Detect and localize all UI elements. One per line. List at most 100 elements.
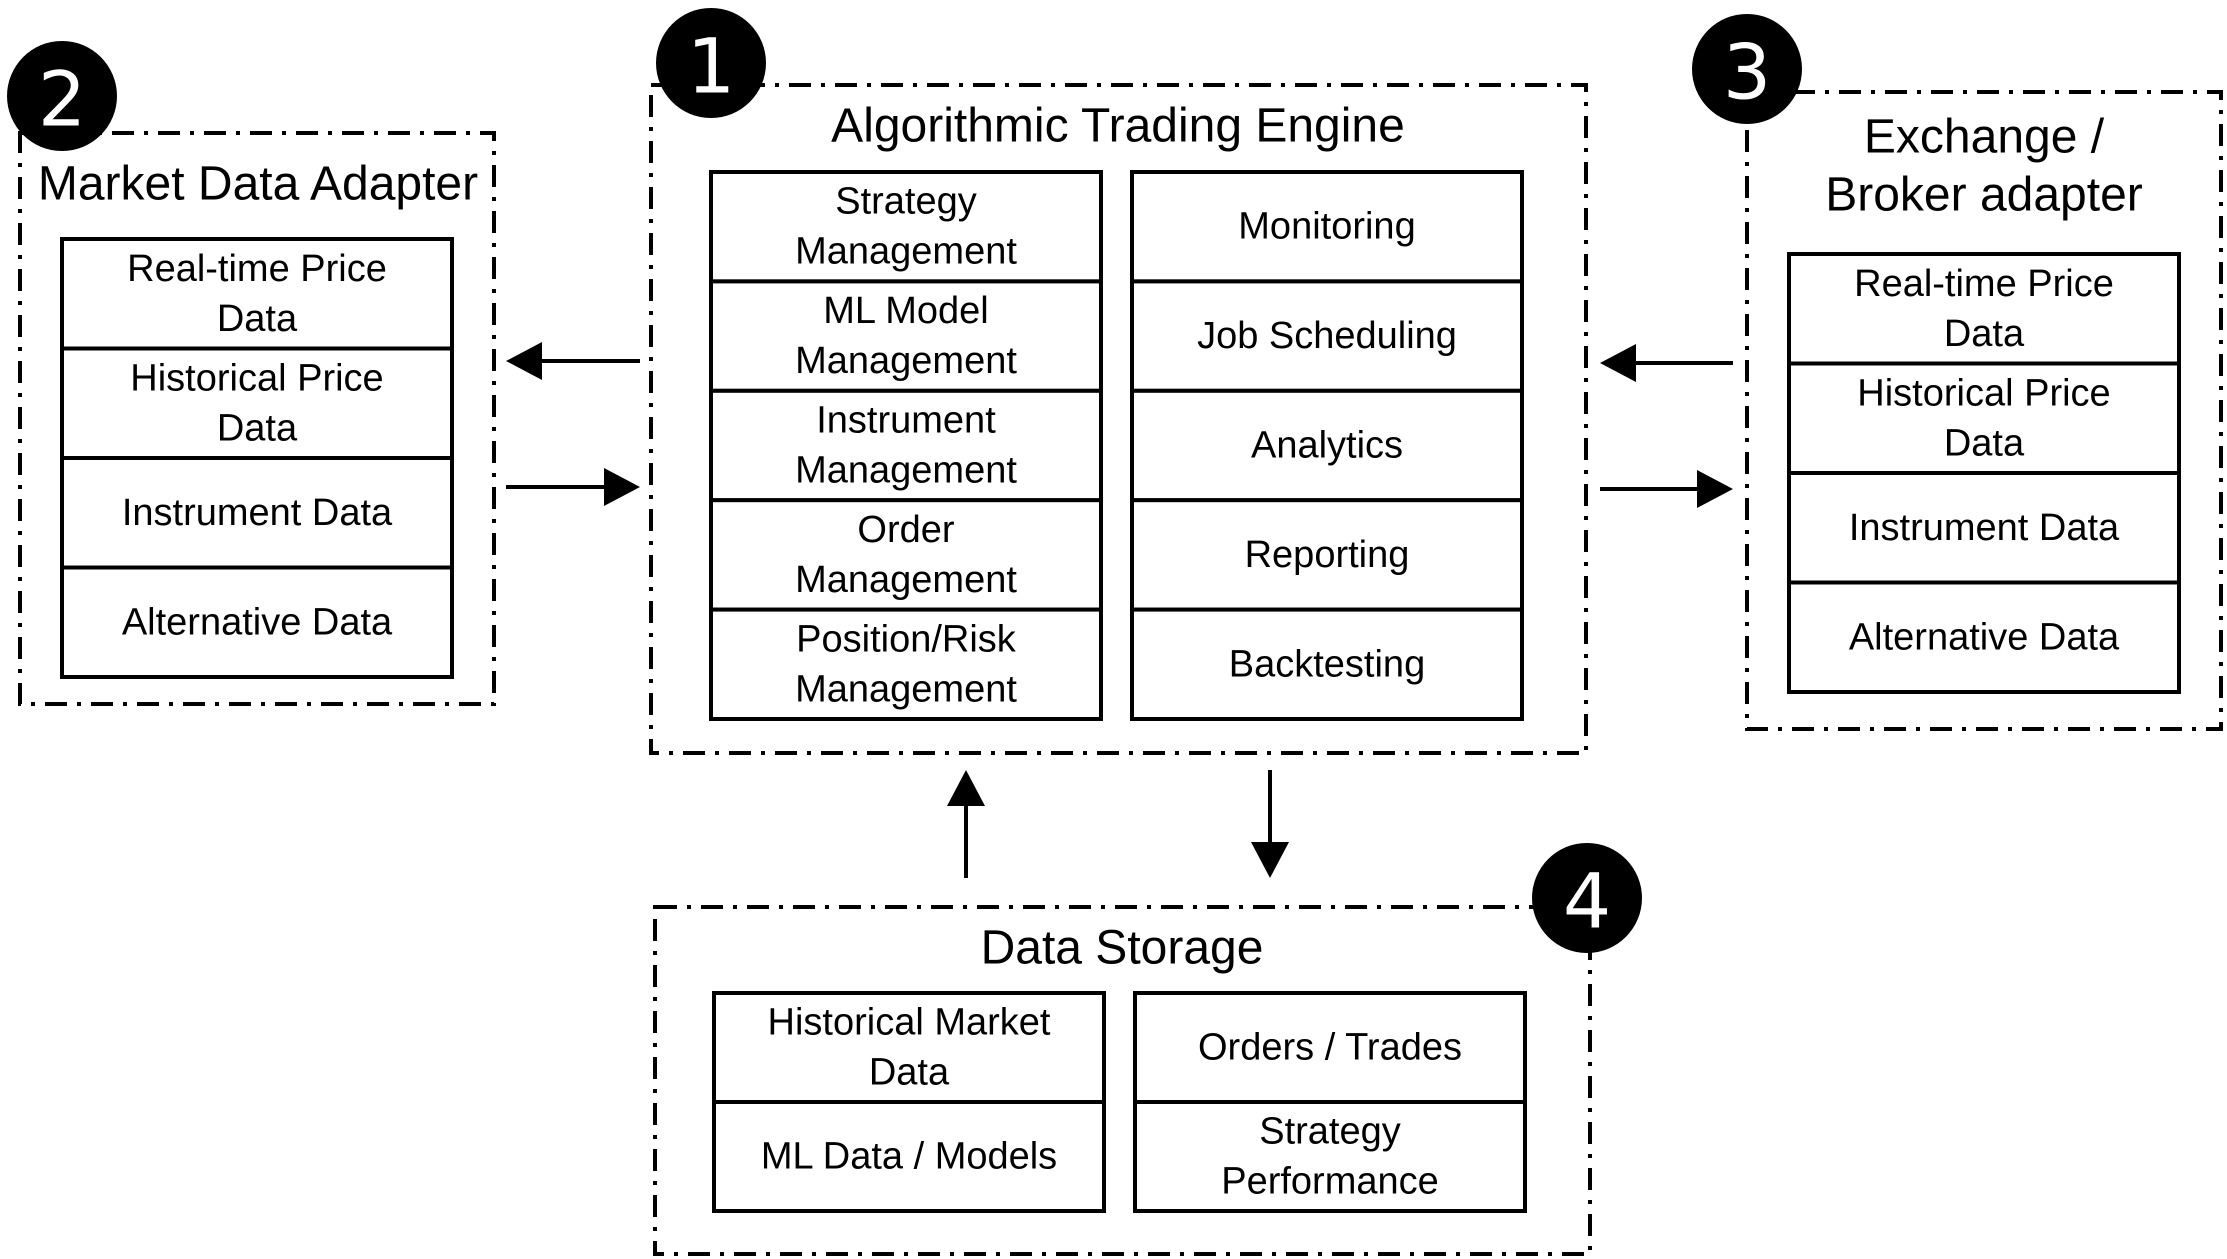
engine-left-cell-box (709, 607, 1103, 721)
market-data-cell-label: Alternative Data (122, 601, 393, 643)
engine-badge-circle (656, 8, 766, 118)
market-data-cell-box (60, 565, 454, 679)
storage-title: Data Storage (981, 922, 1264, 975)
engine-left-cell-label: Management (795, 231, 1017, 273)
storage-left-cell-label: Historical Market (768, 1002, 1051, 1044)
arrow-engine-to-market-data (506, 342, 640, 380)
arrow-market-data-to-engine-head (604, 468, 640, 506)
engine-right-cell-box (1130, 498, 1524, 612)
exchange-cell-label: Data (1944, 313, 2025, 355)
storage-frame (653, 905, 1592, 1256)
arrow-engine-to-exchange (1600, 470, 1733, 508)
exchange-cell-label: Historical Price (1857, 372, 2110, 414)
engine-right-cell: Analytics (1130, 388, 1524, 503)
engine-badge-number: 1 (687, 22, 735, 111)
exchange-cell-label: Alternative Data (1849, 616, 2120, 658)
engine-left-cell-label: Position/Risk (796, 618, 1017, 660)
engine-right-cell: Monitoring (1130, 170, 1524, 284)
storage-badge-number: 4 (1563, 857, 1611, 946)
market-data-cell-label: Data (217, 407, 298, 449)
arrow-market-data-to-engine (506, 468, 640, 506)
engine-right-cell: Job Scheduling (1130, 279, 1524, 393)
exchange-cell-box (1787, 361, 2181, 475)
engine-left-cell-label: Order (857, 509, 954, 551)
storage-left-cell: ML Data / Models (712, 1100, 1106, 1213)
engine-right-cell-box (1130, 388, 1524, 503)
arrow-storage-to-engine-head (947, 770, 985, 806)
engine-left-cell-label: Management (795, 450, 1017, 492)
engine-right-cell-box (1130, 279, 1524, 393)
storage-right-cell-box (1133, 991, 1527, 1104)
arrow-engine-to-storage-head (1251, 842, 1289, 878)
storage-right-cell-label: Strategy (1259, 1111, 1401, 1153)
market-data-cell-box (60, 346, 454, 460)
storage-left-cell-box (712, 991, 1106, 1104)
market-data-badge: 2 (7, 41, 117, 151)
market-data-cell-label: Instrument Data (122, 492, 393, 534)
engine-left-cell-label: ML Model (823, 290, 988, 332)
storage-left-cell-label: ML Data / Models (761, 1136, 1057, 1178)
arrow-exchange-to-engine (1600, 344, 1733, 382)
engine-right-cell-label: Monitoring (1238, 206, 1415, 248)
storage-right-cell: Orders / Trades (1133, 991, 1527, 1104)
engine-right-cell-label: Reporting (1245, 534, 1410, 576)
market-data-cell-box (60, 237, 454, 351)
engine-left-cell-label: Management (795, 559, 1017, 601)
exchange-cell: Alternative Data (1787, 580, 2181, 694)
engine-right-cell-box (1130, 170, 1524, 284)
storage-left-cell-label: Data (869, 1052, 950, 1094)
storage-badge-circle (1532, 843, 1642, 953)
engine-left-cell-label: Instrument (816, 400, 996, 442)
market-data-frame (18, 131, 496, 706)
market-data-cell-label: Data (217, 298, 298, 340)
exchange-badge: 3 (1692, 14, 1802, 124)
engine-badge: 1 (656, 8, 766, 118)
engine-left-cell-label: Management (795, 668, 1017, 710)
exchange-cell-label: Data (1944, 422, 2025, 464)
exchange-frame (1745, 90, 2223, 731)
arrow-storage-to-engine (947, 770, 985, 878)
exchange-cell-label: Real-time Price (1854, 263, 2114, 305)
arrow-engine-to-exchange-head (1697, 470, 1733, 508)
exchange-cell-label: Instrument Data (1849, 507, 2120, 549)
storage-right-cell-box (1133, 1100, 1527, 1213)
storage-right-cell-label: Orders / Trades (1198, 1027, 1462, 1069)
engine-right-cell-box (1130, 607, 1524, 721)
exchange-cell: Instrument Data (1787, 471, 2181, 585)
market-data-title: Market Data Adapter (38, 158, 478, 211)
engine-frame (649, 83, 1588, 755)
arrow-engine-to-storage (1251, 770, 1289, 878)
engine-title: Algorithmic Trading Engine (831, 100, 1405, 153)
exchange-badge-circle (1692, 14, 1802, 124)
market-data-cell-label: Real-time Price (127, 248, 387, 290)
exchange-title: Exchange / (1864, 111, 2105, 164)
market-data-badge-circle (7, 41, 117, 151)
market-data-cell: Instrument Data (60, 456, 454, 570)
market-data-badge-number: 2 (38, 55, 86, 144)
arrow-engine-to-market-data-head (506, 342, 542, 380)
exchange-cell-box (1787, 580, 2181, 694)
engine-right-cell-label: Job Scheduling (1197, 315, 1457, 357)
engine-left-cell-label: Management (795, 340, 1017, 382)
exchange-cell-box (1787, 252, 2181, 366)
engine-right-cell-label: Analytics (1251, 425, 1403, 467)
engine-right-cell: Reporting (1130, 498, 1524, 612)
engine-right-cell-label: Backtesting (1229, 643, 1425, 685)
arrow-exchange-to-engine-head (1600, 344, 1636, 382)
exchange-cell-box (1787, 471, 2181, 585)
engine-left-cell-label: Strategy (835, 181, 977, 223)
engine-right-cell: Backtesting (1130, 607, 1524, 721)
exchange-title: Broker adapter (1825, 169, 2143, 222)
